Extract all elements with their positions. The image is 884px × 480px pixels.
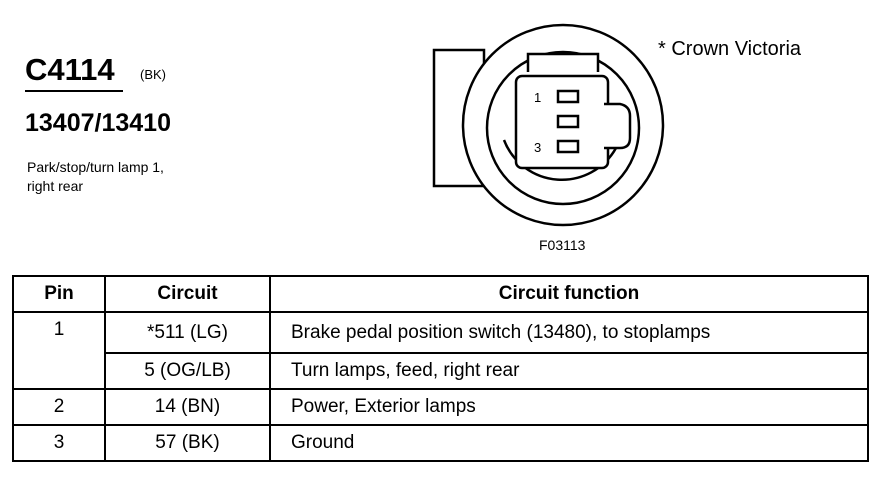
connector-color: (BK) — [140, 67, 166, 82]
description-line-1: Park/stop/turn lamp 1, — [27, 159, 164, 175]
column-header-function: Circuit function — [269, 275, 869, 313]
table-row: 1 *511 (LG) Brake pedal position switch … — [12, 311, 869, 354]
table-row: 5 (OG/LB) Turn lamps, feed, right rear — [12, 352, 869, 390]
circuit-cell: 5 (OG/LB) — [104, 352, 271, 390]
connector-right-latch — [604, 102, 632, 150]
column-header-pin: Pin — [12, 275, 106, 313]
vehicle-note: * Crown Victoria — [658, 38, 802, 60]
terminal-3 — [556, 139, 580, 154]
connector-diagram: 1 3 — [432, 23, 665, 227]
description-line-2: right rear — [27, 178, 84, 194]
terminal-1 — [556, 89, 580, 104]
pinout-table: Pin Circuit Circuit function 1 *511 (LG)… — [12, 275, 869, 462]
connector-top-key — [526, 52, 600, 72]
function-cell: Brake pedal position switch (13480), to … — [269, 311, 869, 354]
connector-id: C4114 — [25, 52, 115, 87]
table-header-row: Pin Circuit Circuit function — [12, 275, 869, 313]
circuit-cell: 57 (BK) — [104, 424, 271, 462]
function-cell: Ground — [269, 424, 869, 462]
function-cell: Turn lamps, feed, right rear — [269, 352, 869, 390]
pin-cell: 2 — [12, 388, 106, 426]
pin-label-3: 3 — [534, 140, 541, 155]
pin-cell — [12, 353, 106, 390]
connector-inner-ring — [485, 50, 641, 206]
pin-cell: 1 — [12, 311, 106, 353]
pin-cell: 3 — [12, 424, 106, 462]
figure-id: F03113 — [539, 237, 586, 253]
circuit-cell: *511 (LG) — [104, 311, 271, 354]
column-header-circuit: Circuit — [104, 275, 271, 313]
circuit-cell: 14 (BN) — [104, 388, 271, 426]
pin-label-1: 1 — [534, 90, 541, 105]
connector-description: Park/stop/turn lamp 1, right rear — [27, 158, 227, 196]
table-row: 2 14 (BN) Power, Exterior lamps — [12, 388, 869, 426]
function-cell: Power, Exterior lamps — [269, 388, 869, 426]
connector-id-underline — [25, 90, 123, 92]
part-number: 13407/13410 — [25, 109, 171, 137]
table-row: 3 57 (BK) Ground — [12, 424, 869, 462]
terminal-2 — [556, 114, 580, 129]
